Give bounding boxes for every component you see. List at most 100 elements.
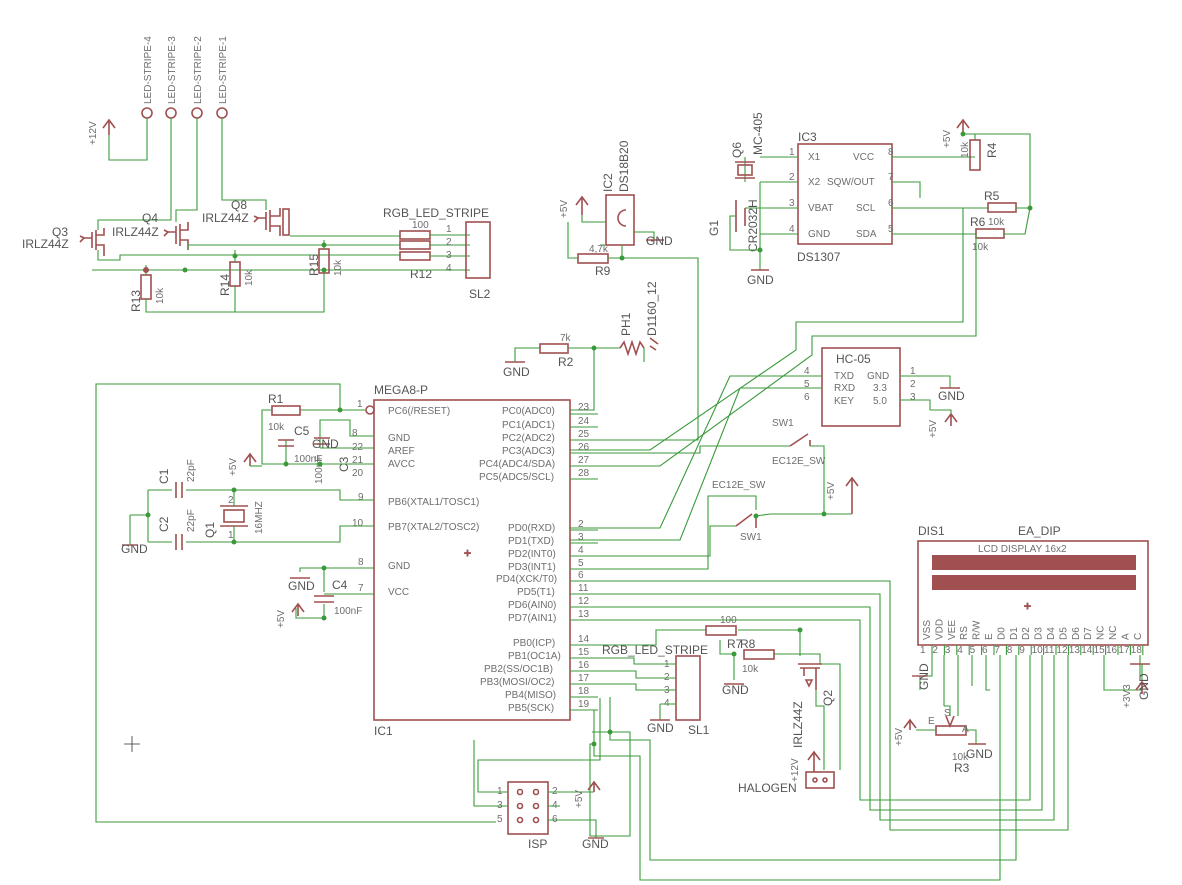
svg-text:5: 5 xyxy=(497,814,503,825)
mosfet-q8 xyxy=(253,208,290,236)
svg-text:8: 8 xyxy=(888,147,894,158)
halogen-section: RGB_LED_STRIPE SL1 1 2 3 4 GND 100 R7 R8… xyxy=(598,615,841,795)
svg-text:6: 6 xyxy=(888,198,894,209)
svg-text:3: 3 xyxy=(789,198,795,209)
rtc-section: IC3 DS1307 X1 X2 VBAT GND VCC SQW/OUT SC… xyxy=(570,112,1033,467)
svg-text:5: 5 xyxy=(578,558,584,569)
label-q1: Q1 xyxy=(203,522,217,538)
svg-text:PD4(XCK/T0): PD4(XCK/T0) xyxy=(496,574,557,585)
label-r6: R6 xyxy=(970,215,986,229)
svg-text:GND: GND xyxy=(388,561,410,572)
label-r9-val: 4,7k xyxy=(589,244,609,255)
label-r8: R8 xyxy=(740,637,756,651)
label-plus5v-c4: +5V xyxy=(276,610,287,628)
gate-resistor-1 xyxy=(399,230,431,240)
label-plus5v-sw: +5V xyxy=(826,482,837,500)
resistor-r1 xyxy=(271,405,301,416)
plus5v-c4-arrow-icon xyxy=(291,602,305,616)
label-led-stripe-4: LED-STRIPE-4 xyxy=(143,36,154,104)
lcd-pin-label: VSS xyxy=(922,620,933,640)
label-plus5v-mega: +5V xyxy=(228,458,239,476)
lcd-pin-number: 16 xyxy=(1106,645,1118,656)
chip-ic3 xyxy=(797,143,893,245)
gate-resistor-2 xyxy=(399,240,431,250)
photoresistor-ph1 xyxy=(619,339,645,357)
label-plus5v-isp: +5V xyxy=(574,790,585,808)
svg-text:5.0: 5.0 xyxy=(873,396,887,407)
svg-text:3: 3 xyxy=(446,250,452,261)
label-g1: G1 xyxy=(707,220,721,236)
svg-text:10: 10 xyxy=(352,518,364,529)
label-isp: ISP xyxy=(528,837,547,851)
svg-text:7: 7 xyxy=(358,583,364,594)
mosfet-q2 xyxy=(798,663,822,690)
label-sl1: SL1 xyxy=(688,723,710,737)
lcd-pin-label: D6 xyxy=(1071,627,1082,640)
label-d1160: D1160_12 xyxy=(645,281,659,336)
svg-text:PB7(XTAL2/TOSC2): PB7(XTAL2/TOSC2) xyxy=(388,522,479,533)
svg-text:VCC: VCC xyxy=(388,587,409,598)
lcd-pin-label: D2 xyxy=(1021,627,1032,640)
capacitor-c3 xyxy=(314,437,330,445)
label-c1-val: 22pF xyxy=(186,459,197,482)
label-plus5v-ds: +5V xyxy=(559,200,570,218)
lcd-pin-label: VDD xyxy=(934,619,945,640)
lcd-pin-number: 6 xyxy=(982,645,988,656)
switch-section: SW1 EC12E_SW EC12E_SW SW1 +5V xyxy=(598,418,859,570)
mosfet-q3 xyxy=(79,228,105,256)
lcd-pin-number: 9 xyxy=(1019,645,1025,656)
label-gnd-ds: GND xyxy=(646,234,673,248)
svg-text:PB3(MOSI/OC2): PB3(MOSI/OC2) xyxy=(480,677,554,688)
label-plus3v3: +3V3 xyxy=(1122,684,1133,708)
label-q8: Q8 xyxy=(231,198,247,212)
svg-text:5: 5 xyxy=(804,379,810,390)
svg-text:2: 2 xyxy=(789,172,795,183)
sensor-ds18b20 xyxy=(605,194,635,246)
label-r4: R4 xyxy=(985,142,999,158)
svg-text:3: 3 xyxy=(578,532,584,543)
lcd-pin-number: 13 xyxy=(1069,645,1081,656)
label-r3: R3 xyxy=(954,761,970,775)
svg-text:7: 7 xyxy=(888,172,894,183)
svg-text:15: 15 xyxy=(578,647,590,658)
lcd-pin-label: RS xyxy=(959,626,970,640)
svg-text:20: 20 xyxy=(352,468,364,479)
label-r1: R1 xyxy=(268,392,284,406)
label-gnd-c5: GND xyxy=(312,437,339,451)
lcd-pin-label: VEE xyxy=(947,620,958,640)
resistor-r6 xyxy=(975,228,1005,239)
svg-text:S: S xyxy=(944,708,951,719)
resistor-r7 xyxy=(705,625,737,636)
chip-ic1 xyxy=(373,399,571,721)
label-r2-val: 7k xyxy=(560,333,572,344)
label-irlz-q3: IRLZ44Z xyxy=(22,237,69,251)
lcd-pin-label: E xyxy=(984,633,995,640)
svg-text:8: 8 xyxy=(352,428,358,439)
svg-text:26: 26 xyxy=(578,442,590,453)
label-gnd-q2: GND xyxy=(722,683,749,697)
svg-text:PC4(ADC4/SDA): PC4(ADC4/SDA) xyxy=(479,459,555,470)
lcd-pin-number: 11 xyxy=(1044,645,1055,656)
lcd-pin-number: 8 xyxy=(1007,645,1013,656)
lcd-pin-label: D5 xyxy=(1058,627,1069,640)
ic3-vcc: VCC xyxy=(853,152,874,163)
switch-sw1 xyxy=(789,433,811,447)
connector-halogen xyxy=(805,771,835,789)
label-r5: R5 xyxy=(984,189,1000,203)
svg-text:6: 6 xyxy=(578,570,584,581)
svg-text:2: 2 xyxy=(228,495,234,506)
resistor-r9 xyxy=(577,253,609,264)
label-led-stripe-2: LED-STRIPE-2 xyxy=(193,36,204,104)
label-ic3: IC3 xyxy=(798,130,817,144)
label-r13: R13 xyxy=(129,290,143,312)
label-r14-val: 10k xyxy=(244,269,255,286)
label-gnd-isp: GND xyxy=(582,837,609,851)
svg-text:PD7(AIN1): PD7(AIN1) xyxy=(508,613,556,624)
lcd-pin-label: C xyxy=(1133,633,1144,640)
label-c2: C2 xyxy=(157,516,171,532)
label-led-stripe-1: LED-STRIPE-1 xyxy=(218,36,229,104)
label-r12: R12 xyxy=(410,267,432,281)
label-r2: R2 xyxy=(558,355,574,369)
module-hc05 xyxy=(821,347,901,427)
led-stripe-1-pad xyxy=(216,107,228,119)
